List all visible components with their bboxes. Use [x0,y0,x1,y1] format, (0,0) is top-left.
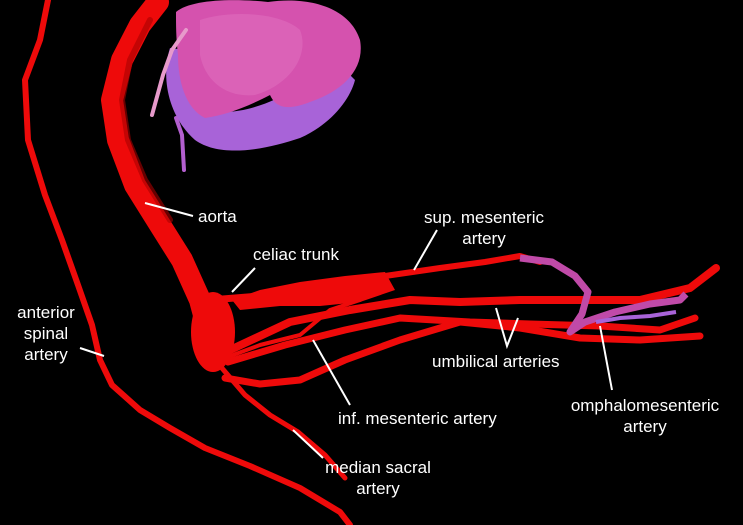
inf-mesenteric-label: inf. mesenteric artery [338,409,497,428]
aorta-leader-line [144,202,194,217]
sup-mesenteric-label: sup. mesenteric artery [408,207,560,249]
sup-mesenteric-leader-line [413,229,438,271]
celiac-plexus-mass [232,272,395,310]
heart-lower-violet [166,48,355,151]
celiac-trunk-label: celiac trunk [253,245,339,264]
aorta-shadow [119,17,173,223]
omphalo-leader-line [599,325,613,391]
inf-mesenteric-artery [223,298,362,360]
anterior-spinal-label-line3: artery [24,345,68,364]
anterior-spinal-label-line1: anterior [17,303,75,322]
omphalomesenteric-label-line2: artery [623,417,667,436]
omphalomesenteric-artery [519,254,689,336]
sacral-leader-line [292,429,324,459]
umbilical-leader-line [495,307,519,350]
anterior-spinal-label: anterior spinal artery [8,302,84,365]
heart-highlight [200,14,303,96]
median-sacral-label-line2: artery [356,479,400,498]
lower-umbilical-strand [221,318,704,388]
inf-mesenteric-leader-line [312,339,351,406]
anterior-spinal-label-line2: spinal [23,324,69,343]
aorta-label: aorta [198,207,237,226]
omphalomesenteric-label-line1: omphalomesenteric [570,396,720,415]
sup-mesenteric-label-line2: artery [462,229,506,248]
median-sacral-label: median sacral artery [315,457,441,499]
celiac-leader-line [231,267,256,293]
omphalomesenteric-branch [595,310,677,324]
spinal-leader-line [79,347,105,357]
heart-vessel-pale [150,28,188,117]
anterior-spinal-artery [22,0,353,525]
aorta [101,0,223,356]
aortic-bifurcation [191,292,235,372]
median-sacral-label-line1: median sacral [325,458,431,477]
umbilical-artery-upper [226,264,720,354]
heart-vessel-violet [174,116,186,172]
umbilical-artery-lower [224,314,699,366]
sup-mesenteric-label-line1: sup. mesenteric [424,208,544,227]
umbilical-arteries-label: umbilical arteries [432,352,560,371]
omphalomesenteric-label: omphalomesenteric artery [552,395,738,437]
median-sacral-artery [212,357,348,481]
